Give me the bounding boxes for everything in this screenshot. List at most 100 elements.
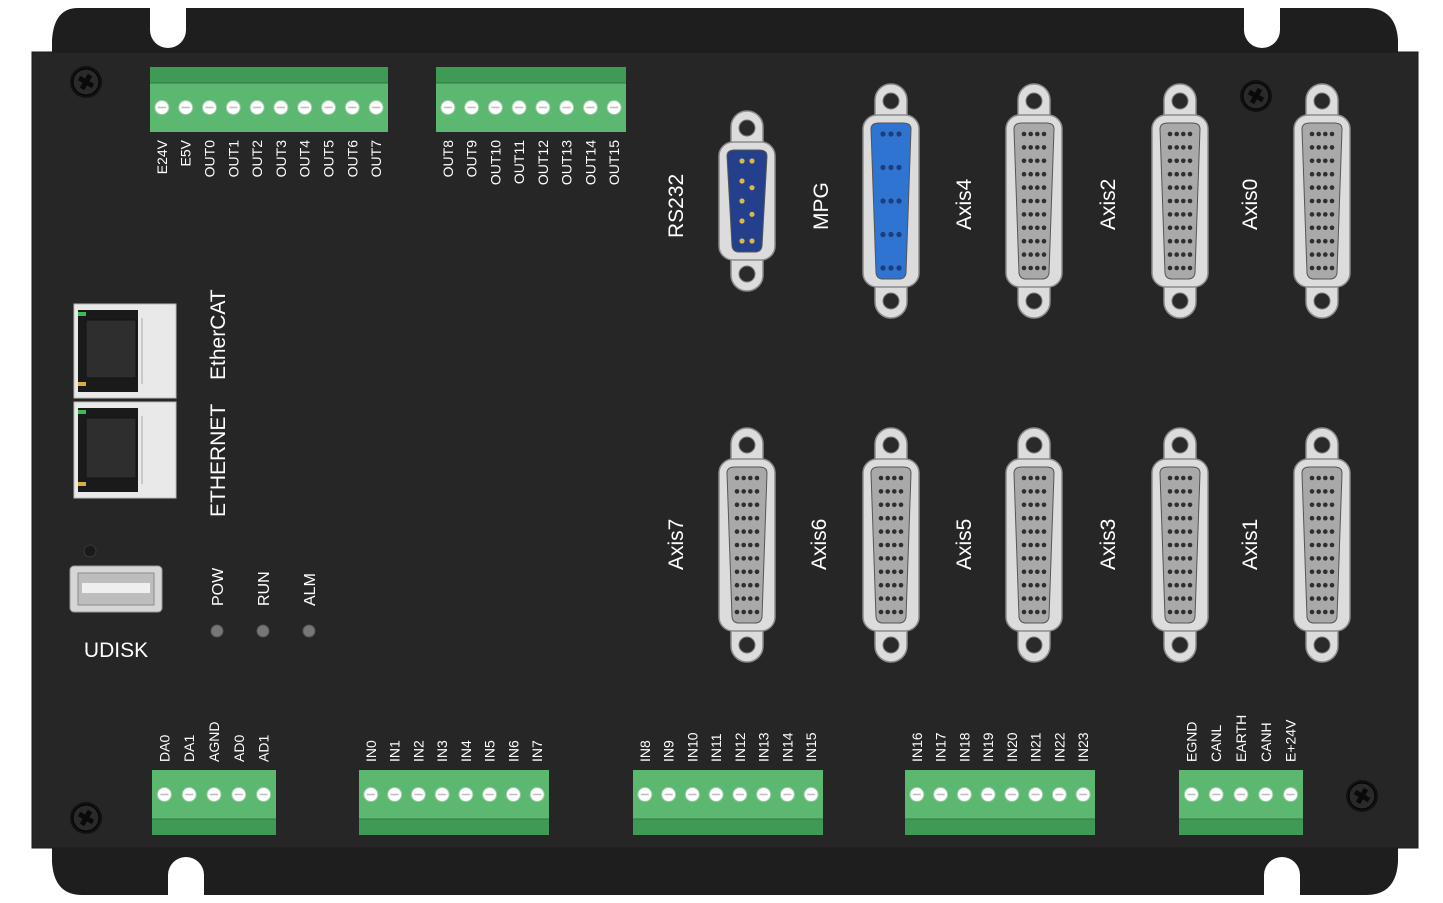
terminal-screw[interactable]	[559, 100, 575, 115]
axis4-connector[interactable]	[1005, 83, 1063, 319]
terminal-screw[interactable]	[535, 100, 551, 115]
terminal-screw[interactable]	[410, 787, 426, 802]
led-label-pow: POW	[210, 567, 227, 606]
terminal-screw[interactable]	[1075, 787, 1091, 802]
terminal-screw[interactable]	[178, 100, 194, 115]
pin-label: IN3	[434, 740, 450, 762]
led-label-run: RUN	[256, 571, 273, 606]
axis6-label: Axis6	[808, 519, 831, 570]
pin-label: IN21	[1028, 732, 1044, 762]
axis3-connector[interactable]	[1151, 427, 1209, 663]
terminal-screw[interactable]	[1004, 787, 1020, 802]
terminal-screw[interactable]	[732, 787, 748, 802]
pin-label: CANL	[1208, 724, 1224, 762]
udisk-usb-port[interactable]	[69, 565, 163, 613]
ethernet-port[interactable]	[73, 401, 177, 499]
pin-label: CANH	[1258, 722, 1274, 762]
pin-label: OUT14	[582, 140, 598, 185]
terminal-screw[interactable]	[606, 100, 622, 115]
axis1-connector[interactable]	[1293, 427, 1351, 663]
terminal-screw[interactable]	[368, 100, 384, 115]
ethercat-port[interactable]	[73, 303, 177, 399]
terminal-screw[interactable]	[1208, 787, 1224, 802]
pin-label: IN10	[684, 732, 700, 762]
terminal-screw[interactable]	[1028, 787, 1044, 802]
terminal-screw[interactable]	[363, 787, 379, 802]
pin-label: OUT11	[511, 140, 527, 184]
terminal-screw[interactable]	[956, 787, 972, 802]
axis7-connector[interactable]	[718, 427, 776, 663]
terminal-screw[interactable]	[249, 100, 265, 115]
mpg-connector[interactable]	[862, 83, 920, 319]
terminal-screw[interactable]	[803, 787, 819, 802]
mpg-label: MPG	[810, 182, 833, 230]
terminal-screw[interactable]	[297, 100, 313, 115]
terminal-screw[interactable]	[1233, 787, 1249, 802]
terminal-screw[interactable]	[458, 787, 474, 802]
terminal-screw[interactable]	[505, 787, 521, 802]
axis6-connector[interactable]	[862, 427, 920, 663]
terminal-screw[interactable]	[980, 787, 996, 802]
terminal-screw[interactable]	[181, 787, 197, 802]
pin-label: DA0	[156, 735, 172, 762]
terminal-screw[interactable]	[231, 787, 247, 802]
terminal-screw[interactable]	[779, 787, 795, 802]
terminal-screw[interactable]	[933, 787, 949, 802]
ethernet-label: ETHERNET	[207, 404, 230, 517]
terminal-screw[interactable]	[708, 787, 724, 802]
terminal-screw[interactable]	[637, 787, 653, 802]
terminal-screw[interactable]	[273, 100, 289, 115]
terminal-screw[interactable]	[464, 100, 480, 115]
terminal-screw[interactable]	[529, 787, 545, 802]
pin-label: IN15	[803, 732, 819, 762]
terminal-screw[interactable]	[756, 787, 772, 802]
terminal-screw[interactable]	[1183, 787, 1199, 802]
rs232-connector[interactable]	[718, 110, 776, 292]
axis1-label: Axis1	[1239, 519, 1262, 570]
terminal-screw[interactable]	[344, 100, 360, 115]
axis5-connector[interactable]	[1005, 427, 1063, 663]
d-sub-connectors	[718, 83, 1351, 663]
top-bracket	[52, 8, 1398, 60]
terminal-screw[interactable]	[1283, 787, 1299, 802]
terminal-screw[interactable]	[511, 100, 527, 115]
terminal-screw[interactable]	[156, 787, 172, 802]
axis2-connector[interactable]	[1151, 83, 1209, 319]
pin-label: E5V	[178, 139, 194, 166]
screw-icon	[1239, 79, 1273, 113]
pin-label: AGND	[206, 722, 222, 762]
terminal-screw[interactable]	[225, 100, 241, 115]
terminal-screw[interactable]	[321, 100, 336, 115]
axis3-label: Axis3	[1097, 519, 1120, 570]
terminal-screw[interactable]	[1051, 787, 1067, 802]
terminal-screw[interactable]	[909, 787, 925, 802]
terminal-screw[interactable]	[661, 787, 677, 802]
terminal-screw[interactable]	[387, 787, 403, 802]
terminal-screw[interactable]	[206, 787, 222, 802]
pin-label: IN16	[909, 732, 925, 762]
terminal-screw[interactable]	[1258, 787, 1274, 802]
terminal-screw[interactable]	[440, 100, 456, 115]
terminal-screw[interactable]	[482, 787, 498, 802]
terminal-screw[interactable]	[202, 100, 217, 115]
terminal-screw[interactable]	[256, 787, 272, 802]
terminal-screw[interactable]	[434, 787, 450, 802]
terminal-screw[interactable]	[154, 100, 170, 115]
pin-label: EARTH	[1233, 715, 1249, 762]
axis5-label: Axis5	[953, 519, 976, 570]
screw-icon	[1345, 779, 1379, 813]
udisk-label: UDISK	[84, 639, 148, 662]
axis0-connector[interactable]	[1293, 83, 1351, 319]
terminal-screw[interactable]	[582, 100, 598, 115]
terminal-screw[interactable]	[684, 787, 700, 802]
terminal-screw[interactable]	[487, 100, 503, 115]
